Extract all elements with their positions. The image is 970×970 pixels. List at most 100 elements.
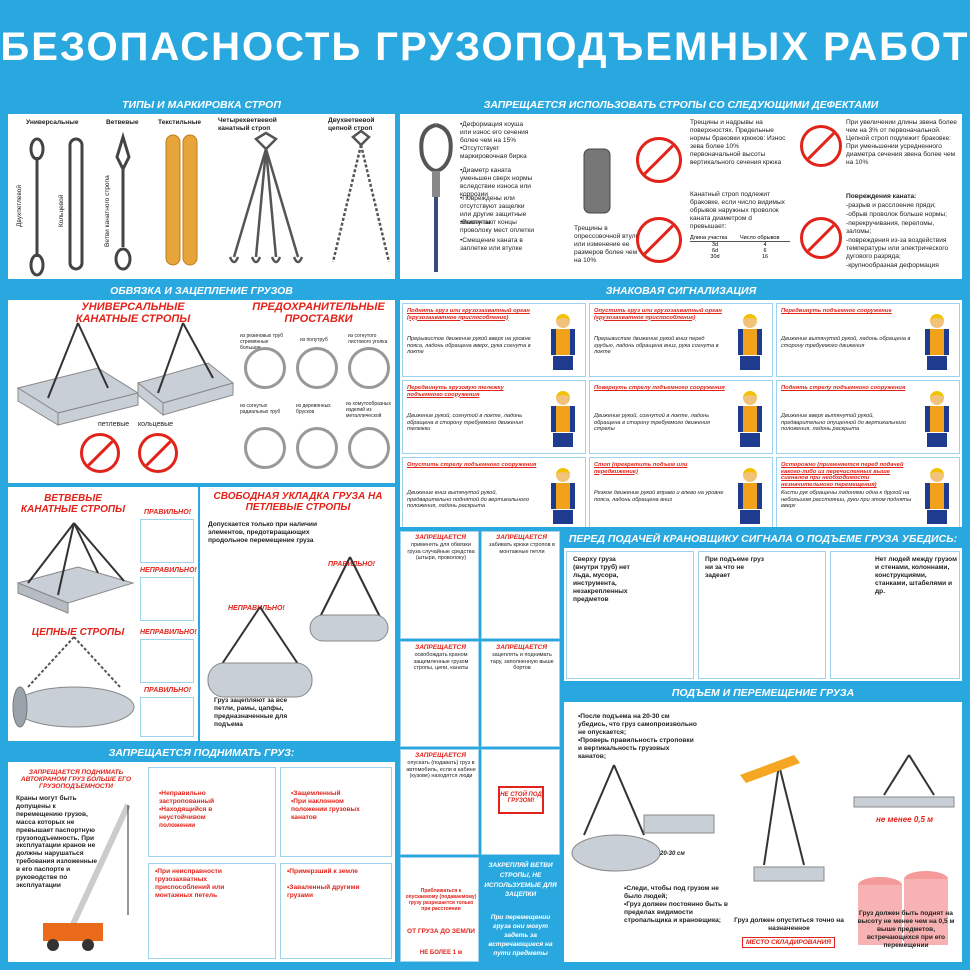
signalman-figure xyxy=(736,314,764,372)
forbid-text: применять для обвязки груза случайные ср… xyxy=(407,542,475,562)
signal-description: Прерывистое движение рукой вверх на уров… xyxy=(407,336,531,356)
signalman-figure xyxy=(736,391,764,449)
case-box: •При неисправности грузозахватных приспо… xyxy=(148,863,276,959)
pad-icon xyxy=(348,427,390,469)
hook-wrong-box xyxy=(140,577,194,621)
forbid-head: ЗАПРЕЩАЕТСЯ xyxy=(415,534,466,541)
correct-label: ПРАВИЛЬНО! xyxy=(144,509,192,516)
hook-text: Трещины и надрывы на поверхностях. Преде… xyxy=(690,119,786,166)
panel-no-lift: ЗАПРЕЩАЕТСЯ ПОДНИМАТЬ ГРУЗ: ЗАПРЕЩАЕТСЯ … xyxy=(8,745,395,962)
forbid-cell: ЗАПРЕЩАЕТСЯ забивать крюки стропов в мон… xyxy=(481,531,560,639)
panel-binding: ОБВЯЗКА И ЗАЦЕПЛЕНИЕ ГРУЗОВ УНИВЕРСАЛЬНЫ… xyxy=(8,283,395,483)
lift-text: •Проверь правильность строповки и вертик… xyxy=(578,737,694,760)
check-text: Нет людей между грузом и стенами, колонн… xyxy=(875,556,957,595)
section-header: ОБВЯЗКА И ЗАЦЕПЛЕНИЕ ГРУЗОВ xyxy=(8,283,395,300)
forbid-head: ЗАПРЕЩАЕТСЯ xyxy=(496,534,547,541)
free-text2: Груз зацепляют за все петли, рамы, цапфы… xyxy=(214,697,288,728)
rope-damage-item: -обрыв проволок больше нормы; xyxy=(846,211,947,218)
forbid-cell: ЗАПРЕЩАЕТСЯ освобождать краном защемленн… xyxy=(400,641,479,747)
loop-knot-icon xyxy=(80,433,120,473)
forbid-head: ЗАПРЕЩАЕТСЯ xyxy=(496,644,547,651)
signal-cell: Стоп (прекратить подъем или передвижение… xyxy=(589,457,773,527)
tail-title: ЗАКРЕПЛЯЙ ВЕТВИ СТРОПЫ, НЕ ИСПОЛЬЗУЕМЫЕ … xyxy=(484,862,557,899)
ring-knot-icon xyxy=(138,433,178,473)
signal-name: Опустить стрелу подъемного сооружения xyxy=(407,462,537,468)
chain-sling-illustration xyxy=(12,636,135,728)
lower-text: Груз должен опуститься точно на назначен… xyxy=(734,917,844,932)
signalman-figure xyxy=(736,468,764,526)
defect-item: •Выступают концы проволоку мест оплетки xyxy=(460,219,535,234)
lift-text: •После подъема на 20-30 см убедись, что … xyxy=(578,713,697,736)
danger-text: НЕ СТОЙ ПОД ГРУЗОМ! xyxy=(500,792,542,804)
loop-label: петлевые xyxy=(98,421,130,428)
chain-wrong-box xyxy=(140,639,194,683)
signalman-figure xyxy=(923,391,951,449)
section-header: ПЕРЕД ПОДАЧЕЙ КРАНОВЩИКУ СИГНАЛА О ПОДЪЕ… xyxy=(564,531,962,548)
forbid-text: освобождать краном защемленные грузом ст… xyxy=(413,652,469,672)
forbid-cell: ЗАПРЕЩАЕТСЯ опускать (подавать) груз в а… xyxy=(400,749,479,855)
signal-description: Движение рукой, согнутой в локте, ладонь… xyxy=(594,413,710,433)
signal-cell: Осторожно (применяется перед подачей как… xyxy=(776,457,960,527)
rope-damage-title: Повреждения каната: xyxy=(846,193,917,200)
above-text: Груз должен быть поднят на высоту не мен… xyxy=(857,910,955,949)
section-header: ЗАПРЕЩАЕТСЯ ИСПОЛЬЗОВАТЬ СТРОПЫ СО СЛЕДУ… xyxy=(400,97,962,114)
branch-sling-illustration xyxy=(16,522,135,614)
signal-name: Опустить груз или грузозахватный орган (… xyxy=(594,308,722,321)
col-label: Универсальные xyxy=(26,119,79,126)
signal-description: Прерывистое движение рукой вниз перед гр… xyxy=(594,336,719,356)
tail-cell: ЗАКРЕПЛЯЙ ВЕТВИ СТРОПЫ, НЕ ИСПОЛЬЗУЕМЫЕ … xyxy=(481,857,560,962)
place-label: МЕСТО СКЛАДИРОВАНИЯ xyxy=(742,937,836,948)
chain-title: ЦЕПНЫЕ СТРОПЫ xyxy=(31,627,125,638)
signal-name: Передвинуть подъемное сооружение xyxy=(781,308,892,314)
check-box: Нет людей между грузом и стенами, колонн… xyxy=(830,551,960,679)
crane-heading: ЗАПРЕЩАЕТСЯ ПОДНИМАТЬ АВТОКРАНОМ ГРУЗ БО… xyxy=(20,769,132,790)
defect-item: •Повреждены или отсутствуют защелки или … xyxy=(460,195,527,226)
signal-description: Движение рукой, согнутой в локте, ладонь… xyxy=(407,413,523,433)
table-cell: 4 xyxy=(763,242,767,248)
check-box: Сверху груза (внутри труб) нет льда, мус… xyxy=(566,551,694,679)
panel-before-signal: ПЕРЕД ПОДАЧЕЙ КРАНОВЩИКУ СИГНАЛА О ПОДЪЕ… xyxy=(564,531,962,681)
min-height-label: не менее 0,5 м xyxy=(876,815,934,824)
signal-cell: Поднять груз или грузозахватный орган (г… xyxy=(402,303,586,377)
signalman-figure xyxy=(549,468,577,526)
signal-cell: Опустить груз или грузозахватный орган (… xyxy=(589,303,773,377)
approach-limit: НЕ БОЛЕЕ 1 м xyxy=(419,950,463,956)
page-title: БЕЗОПАСНОСТЬ ГРУЗОПОДЪЕМНЫХ РАБОТ xyxy=(0,24,970,69)
rope-damage-item: -перекручивания, переломы, заломы; xyxy=(846,220,935,235)
tail-text: При перемещении груза они могут задеть з… xyxy=(488,914,553,958)
col-label: Текстильные xyxy=(158,119,202,126)
signalman-figure xyxy=(923,468,951,526)
branch-title: ВЕТВЕВЫЕ КАНАТНЫЕ СТРОПЫ xyxy=(20,493,126,515)
signal-name: Стоп (прекратить подъем или передвижение… xyxy=(594,462,688,475)
forbid-text: зацеплять и поднимать тару, заполненную … xyxy=(490,652,554,672)
col-label: Двухветвевой цепной строп xyxy=(328,117,375,132)
col-label: Четырехветвевой канатный строп xyxy=(218,117,277,132)
forbid-cell: ЗАПРЕЩАЕТСЯ зацеплять и поднимать тару, … xyxy=(481,641,560,747)
signal-description: Движение вверх вытянутой рукой, предвари… xyxy=(781,413,907,433)
table-cell: 30d xyxy=(710,254,720,260)
danger-cell: НЕ СТОЙ ПОД ГРУЗОМ! xyxy=(481,749,560,855)
protective-label: из деревянных брусков xyxy=(296,403,331,415)
case-item: •Заваленный другими грузами xyxy=(287,884,360,899)
forbid-text: забивать крюки стропов в монтажные петли xyxy=(489,542,555,555)
forbid-head: ЗАПРЕЩАЕТСЯ xyxy=(415,644,466,651)
wrong-label: НЕПРАВИЛЬНО! xyxy=(228,605,285,612)
case-box: •Защемленный •При наклонном положении гр… xyxy=(280,767,392,857)
forbid-text: опускать (подавать) груз в автомобиль, е… xyxy=(406,760,476,780)
signal-name: Повернуть стрелу подъемного сооружения xyxy=(594,385,725,391)
ring-label: кольцевые xyxy=(138,421,174,428)
signal-description: Движение вытянутой рукой, ладонь обращен… xyxy=(781,336,911,349)
defect-item: •Диаметр каната уменьшен сверх нормы всл… xyxy=(460,167,533,198)
case-item: •Находящийся в неустойчивом положении xyxy=(159,806,213,829)
case-box: •Неправильно застропованный •Находящийся… xyxy=(148,767,276,857)
table-cell: 3d xyxy=(711,242,719,248)
rope-thimble-illustration xyxy=(419,123,453,272)
signal-cell: Передвинуть грузовую тележку подъемного … xyxy=(402,380,586,454)
signal-description: Резкое движение рукой вправо и влево на … xyxy=(594,490,724,503)
rope-damage-item: -крупнообразная деформация xyxy=(846,262,939,269)
signal-name: Поднять стрелу подъемного сооружения xyxy=(781,385,906,391)
signal-description: Кисти рук обращены ладонями одна к друго… xyxy=(781,490,912,510)
